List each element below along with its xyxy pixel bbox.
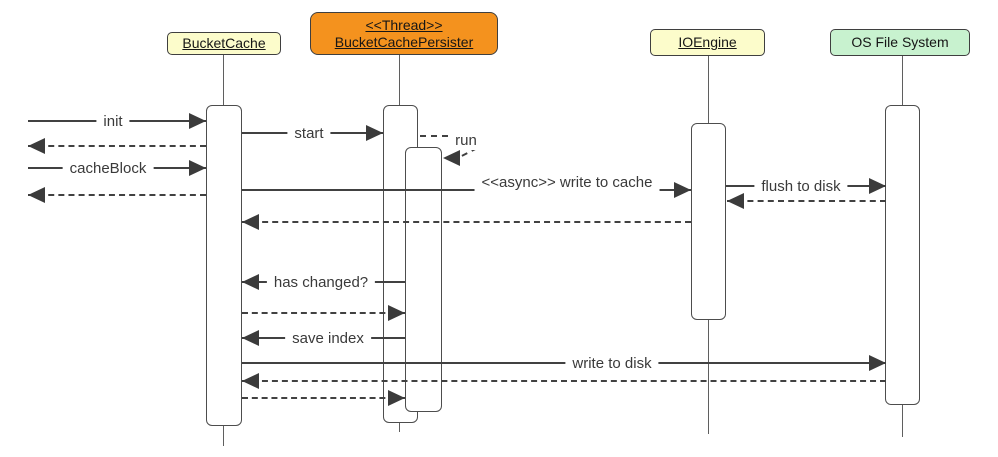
message-init-label: init xyxy=(96,112,130,131)
message-async-write-label: <<async>> write to cache xyxy=(474,173,660,192)
arrowhead-icon xyxy=(189,160,206,176)
arrowhead-icon xyxy=(242,330,259,346)
message-return-line xyxy=(242,380,886,382)
participant-box-os-file-system: OS File System xyxy=(830,29,970,56)
arrowhead-icon xyxy=(869,355,886,371)
lifeline-bucketcachepersister xyxy=(399,55,400,105)
lifeline-bucketcache xyxy=(223,55,224,105)
participant-label: BucketCachePersister xyxy=(334,33,474,50)
participant-label: IOEngine xyxy=(678,34,737,50)
lifeline-ioengine xyxy=(708,320,709,434)
lifeline-bucketcache xyxy=(223,426,224,446)
arrowhead-icon xyxy=(869,178,886,194)
message-write-disk-label: write to disk xyxy=(565,354,659,373)
arrowhead-icon xyxy=(28,187,45,203)
arrowhead-icon xyxy=(443,150,460,166)
participant-box-bucketcache: BucketCache xyxy=(167,32,281,55)
arrowhead-icon xyxy=(366,125,383,141)
arrowhead-icon xyxy=(189,113,206,129)
lifeline-bucketcachepersister xyxy=(399,423,400,432)
lifeline-os-file-system xyxy=(902,56,903,105)
participant-label: BucketCache xyxy=(182,35,266,51)
activation-persister-run xyxy=(405,147,442,412)
message-write-disk-line xyxy=(242,362,886,364)
arrowhead-icon xyxy=(242,214,259,230)
message-run-line xyxy=(420,135,448,137)
message-run-label: run xyxy=(448,131,484,150)
message-return-line xyxy=(727,200,886,202)
lifeline-ioengine xyxy=(708,56,709,123)
arrowhead-icon xyxy=(242,373,259,389)
message-async-write-line xyxy=(242,189,691,191)
message-has-changed-label: has changed? xyxy=(266,273,376,292)
message-return-line xyxy=(28,194,206,196)
participant-label: OS File System xyxy=(851,34,949,50)
message-start-label: start xyxy=(287,124,331,143)
arrowhead-icon xyxy=(674,182,691,198)
arrowhead-icon xyxy=(727,193,744,209)
participant-box-bucketcachepersister: <<Thread>> BucketCachePersister xyxy=(310,12,498,55)
arrowhead-icon xyxy=(388,390,405,406)
message-return-line xyxy=(242,221,691,223)
message-cacheblock-label: cacheBlock xyxy=(62,159,154,178)
activation-bucketcache xyxy=(206,105,242,426)
arrowhead-icon xyxy=(28,138,45,154)
message-return-line xyxy=(242,397,405,399)
participant-box-ioengine: IOEngine xyxy=(650,29,765,56)
message-save-index-label: save index xyxy=(285,329,371,348)
participant-stereotype: <<Thread>> xyxy=(365,16,443,33)
lifeline-os-file-system xyxy=(902,405,903,437)
message-flush-label: flush to disk xyxy=(754,177,848,196)
message-return-line xyxy=(242,312,405,314)
activation-ioengine xyxy=(691,123,726,320)
arrowhead-icon xyxy=(388,305,405,321)
arrowhead-icon xyxy=(242,274,259,290)
activation-os-file-system xyxy=(885,105,920,405)
message-return-line xyxy=(28,145,206,147)
